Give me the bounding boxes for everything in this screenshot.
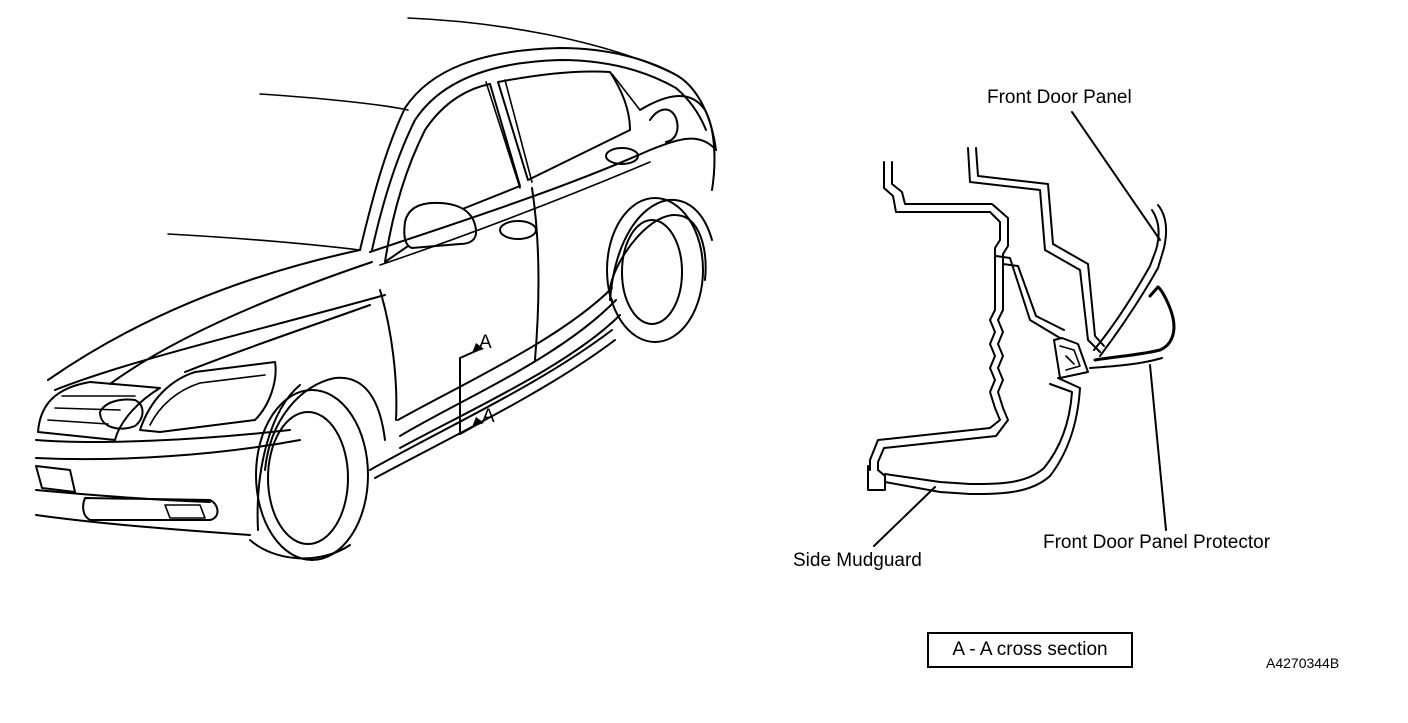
figure-id: A4270344B bbox=[1266, 655, 1340, 671]
front-door-panel-label: Front Door Panel bbox=[987, 87, 1132, 108]
cross-section-illustration bbox=[867, 111, 1176, 547]
front-door-panel-protector-label: Front Door Panel Protector bbox=[1043, 532, 1271, 553]
cross-section-caption-box: A - A cross section bbox=[927, 632, 1133, 668]
front-door-panel-protector-leader bbox=[1149, 364, 1167, 531]
section-label-a-top: A bbox=[479, 332, 492, 353]
side-mudguard-label: Side Mudguard bbox=[793, 550, 922, 571]
car-illustration bbox=[35, 17, 717, 561]
section-marker-a bbox=[459, 343, 484, 435]
side-mudguard-leader bbox=[873, 486, 936, 547]
front-door-panel-leader bbox=[1071, 111, 1161, 241]
cross-section-caption: A - A cross section bbox=[952, 639, 1108, 660]
section-label-a-bottom: A bbox=[482, 406, 495, 427]
